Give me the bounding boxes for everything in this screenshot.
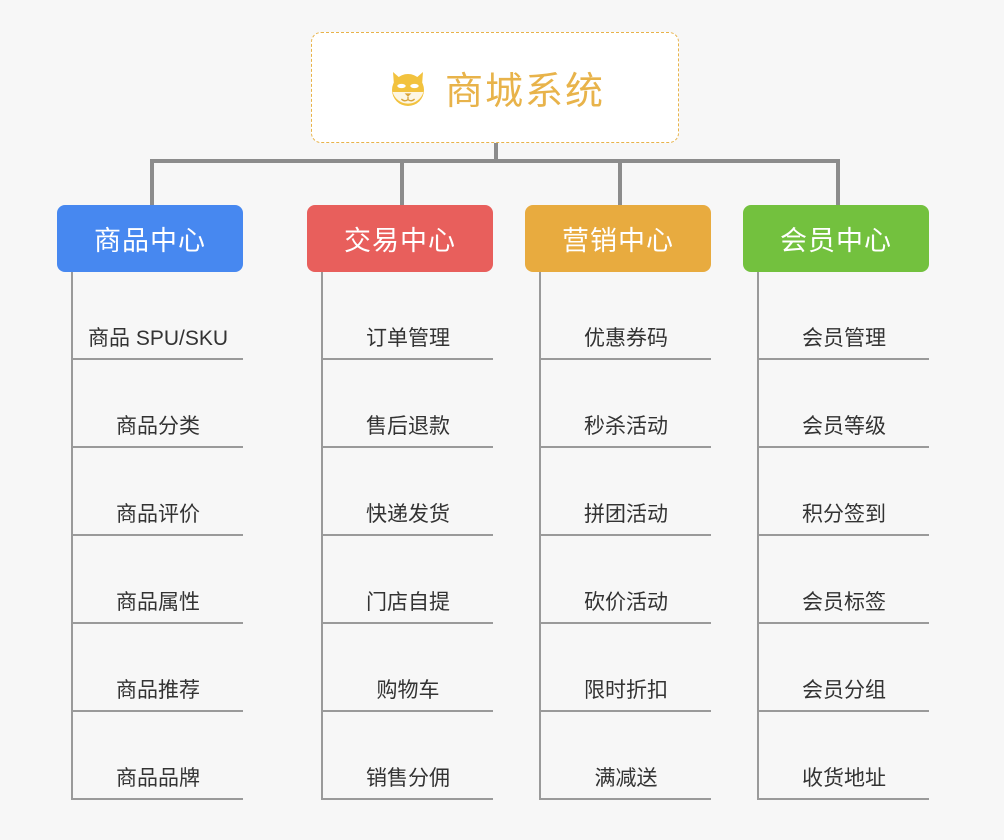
- branch-column-4: 会员中心 会员管理 会员等级 积分签到 会员标签 会员分组 收货地址: [743, 205, 929, 800]
- leaf-item[interactable]: 收货地址: [759, 712, 929, 800]
- leaf-label: 收货地址: [802, 767, 886, 790]
- leaf-item[interactable]: 砍价活动: [541, 536, 711, 624]
- leaf-item[interactable]: 积分签到: [759, 448, 929, 536]
- category-title-4: 会员中心: [780, 226, 892, 256]
- leaf-item[interactable]: 拼团活动: [541, 448, 711, 536]
- leaf-label: 商品品牌: [116, 767, 200, 790]
- leaf-label: 限时折扣: [584, 679, 668, 702]
- leaf-item[interactable]: 门店自提: [323, 536, 493, 624]
- leaf-label: 商品属性: [116, 591, 200, 614]
- leaf-list-4: 会员管理 会员等级 积分签到 会员标签 会员分组 收货地址: [757, 272, 929, 800]
- leaf-item[interactable]: 购物车: [323, 624, 493, 712]
- leaf-label: 会员管理: [802, 327, 886, 350]
- leaf-item[interactable]: 限时折扣: [541, 624, 711, 712]
- branch-column-1: 商品中心 商品 SPU/SKU 商品分类 商品评价 商品属性 商品推荐 商品品牌: [57, 205, 243, 800]
- leaf-item[interactable]: 会员管理: [759, 272, 929, 360]
- leaf-item[interactable]: 商品推荐: [73, 624, 243, 712]
- leaf-label: 购物车: [376, 679, 440, 702]
- leaf-list-1: 商品 SPU/SKU 商品分类 商品评价 商品属性 商品推荐 商品品牌: [71, 272, 243, 800]
- branch-column-2: 交易中心 订单管理 售后退款 快递发货 门店自提 购物车 销售分佣: [307, 205, 493, 800]
- leaf-label: 快递发货: [366, 503, 450, 526]
- leaf-label: 积分签到: [802, 503, 886, 526]
- category-title-2: 交易中心: [344, 226, 456, 256]
- leaf-item[interactable]: 商品评价: [73, 448, 243, 536]
- connector-drop-4: [836, 159, 840, 207]
- connector-stem: [494, 143, 498, 163]
- leaf-label: 商品评价: [116, 503, 200, 526]
- leaf-label: 商品 SPU/SKU: [87, 327, 229, 350]
- leaf-item[interactable]: 满减送: [541, 712, 711, 800]
- leaf-item[interactable]: 会员等级: [759, 360, 929, 448]
- leaf-label: 拼团活动: [584, 503, 668, 526]
- category-title-3: 营销中心: [562, 226, 674, 256]
- leaf-item[interactable]: 秒杀活动: [541, 360, 711, 448]
- root-node[interactable]: 商城系统: [311, 32, 679, 143]
- leaf-item[interactable]: 快递发货: [323, 448, 493, 536]
- category-title-1: 商品中心: [94, 226, 206, 256]
- connector-horizontal-bar: [150, 159, 840, 163]
- leaf-label: 商品分类: [116, 415, 200, 438]
- leaf-item[interactable]: 售后退款: [323, 360, 493, 448]
- leaf-label: 优惠券码: [584, 327, 668, 350]
- leaf-item[interactable]: 订单管理: [323, 272, 493, 360]
- leaf-label: 售后退款: [366, 415, 450, 438]
- connector-drop-1: [150, 159, 154, 207]
- connector-drop-2: [400, 159, 404, 207]
- leaf-list-3: 优惠券码 秒杀活动 拼团活动 砍价活动 限时折扣 满减送: [539, 272, 711, 800]
- leaf-label: 门店自提: [366, 591, 450, 614]
- leaf-label: 会员标签: [802, 591, 886, 614]
- category-header-1[interactable]: 商品中心: [57, 205, 243, 272]
- leaf-item[interactable]: 优惠券码: [541, 272, 711, 360]
- leaf-item[interactable]: 商品品牌: [73, 712, 243, 800]
- connector-drop-3: [618, 159, 622, 207]
- leaf-list-2: 订单管理 售后退款 快递发货 门店自提 购物车 销售分佣: [321, 272, 493, 800]
- leaf-item[interactable]: 商品分类: [73, 360, 243, 448]
- leaf-label: 砍价活动: [584, 591, 668, 614]
- root-title: 商城系统: [444, 71, 605, 113]
- shiba-inu-icon: [385, 65, 431, 111]
- leaf-item[interactable]: 商品属性: [73, 536, 243, 624]
- leaf-item[interactable]: 销售分佣: [323, 712, 493, 800]
- leaf-label: 商品推荐: [116, 679, 200, 702]
- leaf-label: 订单管理: [366, 327, 450, 350]
- leaf-item[interactable]: 会员分组: [759, 624, 929, 712]
- category-header-3[interactable]: 营销中心: [525, 205, 711, 272]
- leaf-label: 会员分组: [802, 679, 886, 702]
- leaf-label: 销售分佣: [366, 767, 450, 790]
- leaf-item[interactable]: 会员标签: [759, 536, 929, 624]
- leaf-label: 满减送: [594, 767, 658, 790]
- leaf-label: 会员等级: [802, 415, 886, 438]
- leaf-item[interactable]: 商品 SPU/SKU: [73, 272, 243, 360]
- category-header-4[interactable]: 会员中心: [743, 205, 929, 272]
- category-header-2[interactable]: 交易中心: [307, 205, 493, 272]
- leaf-label: 秒杀活动: [584, 415, 668, 438]
- branch-column-3: 营销中心 优惠券码 秒杀活动 拼团活动 砍价活动 限时折扣 满减送: [525, 205, 711, 800]
